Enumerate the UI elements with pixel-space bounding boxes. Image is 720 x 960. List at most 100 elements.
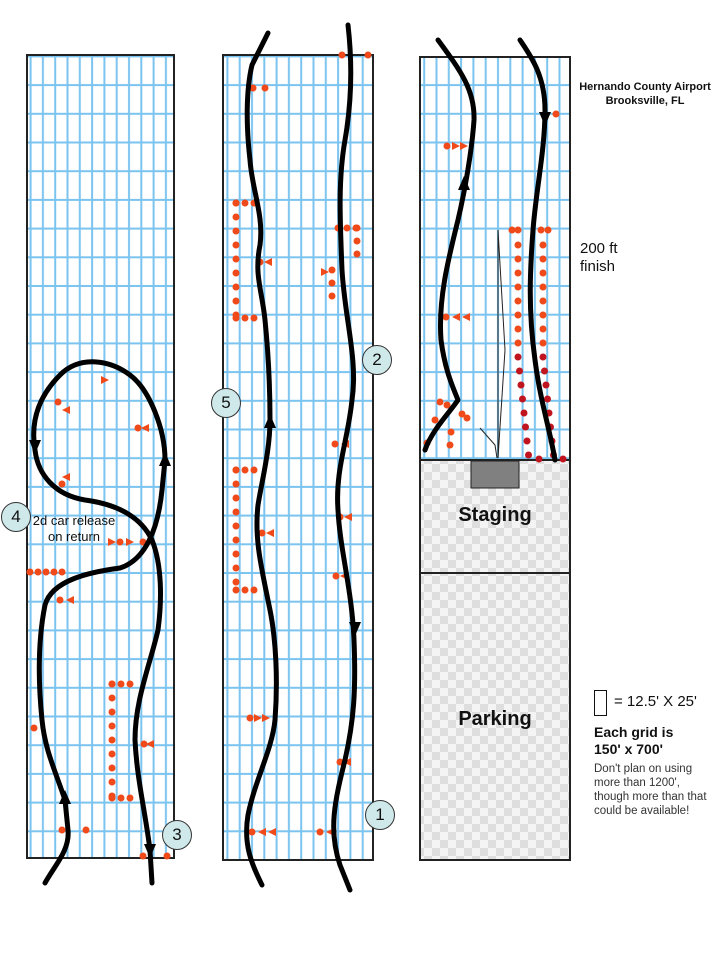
timing-wire: [479, 427, 498, 459]
cone: [514, 241, 522, 249]
cone-pointer: [452, 313, 460, 321]
cone: [338, 51, 346, 59]
release-label: 2d car release on return: [32, 513, 116, 544]
arrow-down-icon: [29, 440, 41, 454]
cone: [463, 414, 471, 422]
cone: [516, 367, 523, 375]
cone: [514, 311, 522, 319]
cone: [539, 269, 547, 277]
cone: [353, 224, 361, 232]
arrow-up-icon: [159, 452, 171, 466]
cone-pointer: [344, 513, 352, 521]
cone: [446, 441, 454, 449]
cone: [261, 84, 269, 92]
cone: [539, 297, 547, 305]
grid-size-label: Each grid is 150' x 700': [594, 724, 673, 758]
cone: [232, 578, 240, 586]
cone: [249, 84, 257, 92]
cone: [232, 255, 240, 263]
cone: [58, 568, 66, 576]
cone: [232, 269, 240, 277]
cone: [42, 568, 50, 576]
staging-label: Staging: [458, 504, 532, 526]
airport-name: Hernando County Airport: [579, 81, 711, 93]
cone-pointer: [268, 828, 276, 836]
cone: [539, 339, 547, 347]
cone: [353, 250, 361, 258]
cone: [126, 680, 134, 688]
cone: [108, 680, 116, 688]
cone: [241, 586, 249, 594]
cone: [525, 451, 532, 459]
cone: [108, 722, 116, 730]
cone: [258, 529, 266, 537]
cone: [364, 51, 372, 59]
cone: [514, 325, 522, 333]
cone: [541, 367, 548, 375]
cone: [250, 586, 258, 594]
cone: [232, 466, 240, 474]
cone: [328, 266, 336, 274]
arrow-down-icon: [539, 112, 551, 126]
cone: [443, 401, 451, 409]
cone: [232, 199, 240, 207]
grid-panel-1: [26, 54, 175, 859]
waypoint-4: 4: [1, 502, 31, 532]
cone-pointer: [321, 268, 329, 276]
cone: [54, 398, 62, 406]
cone: [126, 794, 134, 802]
cone-pointer: [101, 376, 109, 384]
cone: [232, 494, 240, 502]
cone-pointer: [266, 529, 274, 537]
course-path-finish-left: [422, 37, 477, 453]
arrow-up-icon: [458, 176, 470, 190]
cone: [544, 226, 552, 234]
cone-pointer: [146, 740, 154, 748]
cone-pointer: [126, 538, 134, 546]
cone: [328, 279, 336, 287]
cone: [458, 410, 466, 418]
cone-pointer: [108, 538, 116, 546]
cone: [108, 736, 116, 744]
cone: [241, 199, 249, 207]
cone: [108, 694, 116, 702]
cone: [552, 110, 560, 118]
cone: [108, 778, 116, 786]
course-path-left: [244, 30, 279, 888]
cone: [517, 381, 525, 389]
grid-size-line1: Each grid is: [594, 724, 674, 740]
grid-cell-legend-icon: [594, 690, 607, 716]
cone: [539, 325, 547, 333]
cone: [232, 536, 240, 544]
course-path-finish-right: [517, 37, 558, 463]
grid-size-line2: 150' x 700': [594, 741, 663, 757]
cone: [537, 226, 545, 234]
cone: [232, 508, 240, 516]
cone: [163, 852, 171, 860]
cone: [542, 381, 550, 389]
cone: [232, 480, 240, 488]
cone-pointer: [262, 714, 270, 722]
cone: [58, 480, 66, 488]
cone: [139, 852, 147, 860]
arrow-up-icon: [59, 790, 71, 804]
cone: [232, 241, 240, 249]
cone: [514, 255, 522, 263]
cone: [443, 142, 451, 150]
timing-line: [497, 229, 506, 459]
cone: [108, 708, 116, 716]
cone: [26, 568, 34, 576]
direction-arrows: [29, 112, 551, 858]
cone: [248, 828, 256, 836]
course-path-loop: [31, 359, 168, 886]
cone: [50, 568, 58, 576]
cone: [539, 353, 547, 361]
cone-pointer: [462, 313, 470, 321]
cone: [117, 794, 125, 802]
cone: [514, 226, 522, 234]
cone: [523, 437, 531, 445]
airport-title: Hernando County Airport Brooksville, FL: [565, 80, 720, 108]
cone: [343, 224, 351, 232]
cone: [241, 314, 249, 322]
course-path-right: [331, 22, 358, 893]
